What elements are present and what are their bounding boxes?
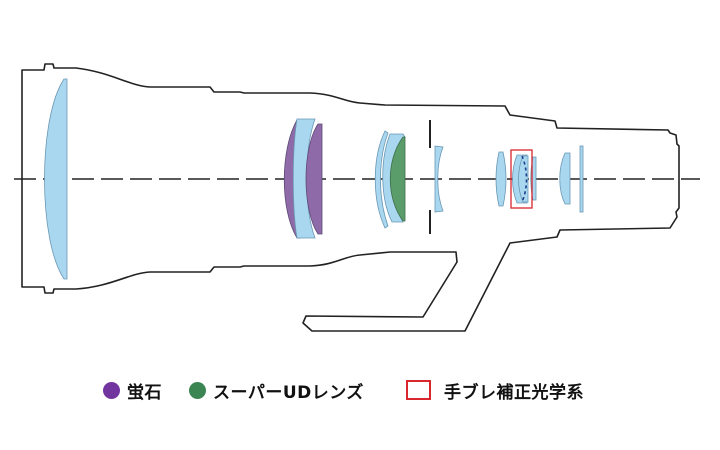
- legend-item-super-ud: スーパーUDレンズ: [189, 376, 364, 404]
- legend-item-is: 手ブレ補正光学系: [406, 376, 584, 404]
- legend-fluorite-label: 蛍石: [127, 382, 162, 403]
- lens-element-3: [374, 130, 389, 229]
- lens-element-2: [292, 118, 316, 239]
- front-lens-element: [44, 78, 68, 280]
- legend-super-ud-label: スーパーUDレンズ: [213, 382, 364, 403]
- filter-plate: [579, 145, 584, 213]
- lens-element-5: [434, 145, 444, 213]
- lens-cross-section-diagram: [14, 63, 700, 332]
- super-ud-lens: [389, 136, 406, 222]
- fluorite-swatch-icon: [103, 381, 120, 399]
- legend-item-fluorite: 蛍石: [103, 376, 162, 404]
- lens-barrel-outline: [21, 63, 680, 332]
- is-box-swatch-icon: [406, 380, 431, 400]
- is-lens-dashes: [521, 155, 528, 203]
- lens-element-6: [495, 151, 507, 207]
- super-ud-swatch-icon: [189, 381, 206, 399]
- legend: 蛍石 スーパーUDレンズ 手ブレ補正光学系: [0, 376, 720, 404]
- legend-is-label: 手ブレ補正光学系: [444, 382, 584, 403]
- lens-element-8: [559, 152, 571, 205]
- is-group-highlight-box: [510, 149, 533, 209]
- fluorite-lens-2: [305, 123, 323, 235]
